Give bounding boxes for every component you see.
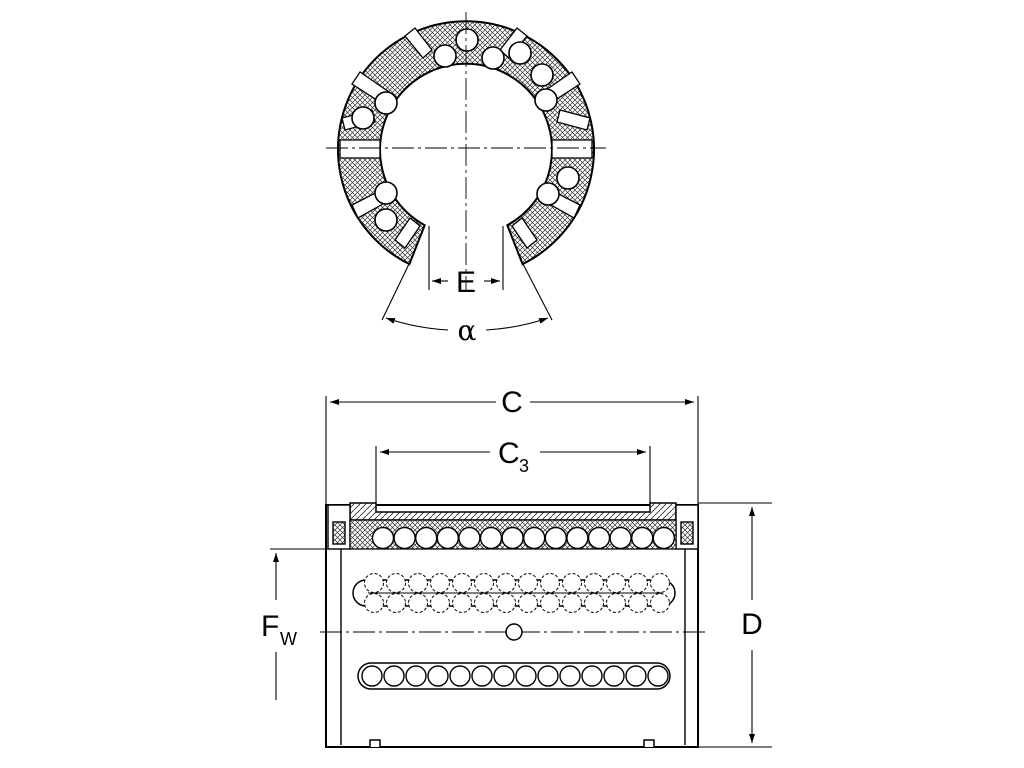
ball [625,665,647,687]
ball [587,526,611,550]
dimension-d [698,502,772,748]
ball [452,593,472,613]
ball [584,593,604,613]
end-seal-right [675,504,699,745]
dimension-c [325,396,699,505]
dimension-c3 [375,446,651,503]
ball [566,526,589,550]
ball [408,573,428,593]
ball [609,526,632,550]
ball [474,593,494,613]
label-c3-main: C [498,437,520,470]
ball [606,593,626,613]
label-d: D [741,608,763,641]
end-view-balls [351,28,580,232]
ball [540,573,560,593]
middle-track [352,573,676,613]
ball [386,573,406,593]
ball [647,665,669,687]
dimension-alpha [381,263,553,331]
ball [361,665,383,687]
end-seal-left [327,504,351,745]
ball [496,593,516,613]
ball [523,526,546,550]
end-view-centerlines [326,12,606,290]
label-fw-main: F [261,610,279,643]
ball [458,526,481,550]
ball [479,526,503,550]
ball [518,593,538,613]
ball [436,526,459,550]
ball [606,573,626,593]
ball [496,573,516,593]
ball [408,593,428,613]
ball [430,593,450,613]
ball [371,526,395,550]
ball [562,593,582,613]
ball [501,526,524,550]
ball [430,573,450,593]
bottom-ball-row [361,665,669,687]
side-view: C C 3 [261,386,772,748]
label-c3: C [498,437,520,470]
ball [364,593,384,613]
label-c3-subscript: 3 [519,456,529,476]
bottom-track [357,662,671,690]
ball [427,665,449,687]
ball [518,573,538,593]
ball [544,526,567,550]
ball [540,593,560,613]
ball [364,573,384,593]
middle-ball-row [364,573,670,613]
top-ball-row [371,526,675,550]
ball [652,526,675,550]
label-alpha: α [458,314,477,347]
label-e: E [456,266,476,299]
ball [584,573,604,593]
ball [515,665,537,687]
ball [537,665,559,687]
ball [650,573,670,593]
ball [581,665,603,687]
ball [452,573,472,593]
bottom-notches [369,739,655,747]
dimension-e [428,226,504,290]
end-view: E α [326,12,606,347]
ball [405,665,427,687]
dimension-fw [270,548,350,700]
label-fw-subscript: W [280,629,297,649]
lube-hole [505,623,523,641]
ball [559,665,581,687]
ball [386,593,406,613]
ball [493,665,515,687]
ball [474,573,494,593]
ball [631,526,654,550]
label-fw: F [261,610,279,643]
label-c: C [501,386,523,419]
ball [393,526,416,550]
ball [383,665,405,687]
ball [449,665,471,687]
ball [415,526,438,550]
ball [628,593,648,613]
ball [628,573,648,593]
ball [650,593,670,613]
ball [603,665,625,687]
ball [471,665,493,687]
end-view-ring [337,20,595,266]
ball [562,573,582,593]
